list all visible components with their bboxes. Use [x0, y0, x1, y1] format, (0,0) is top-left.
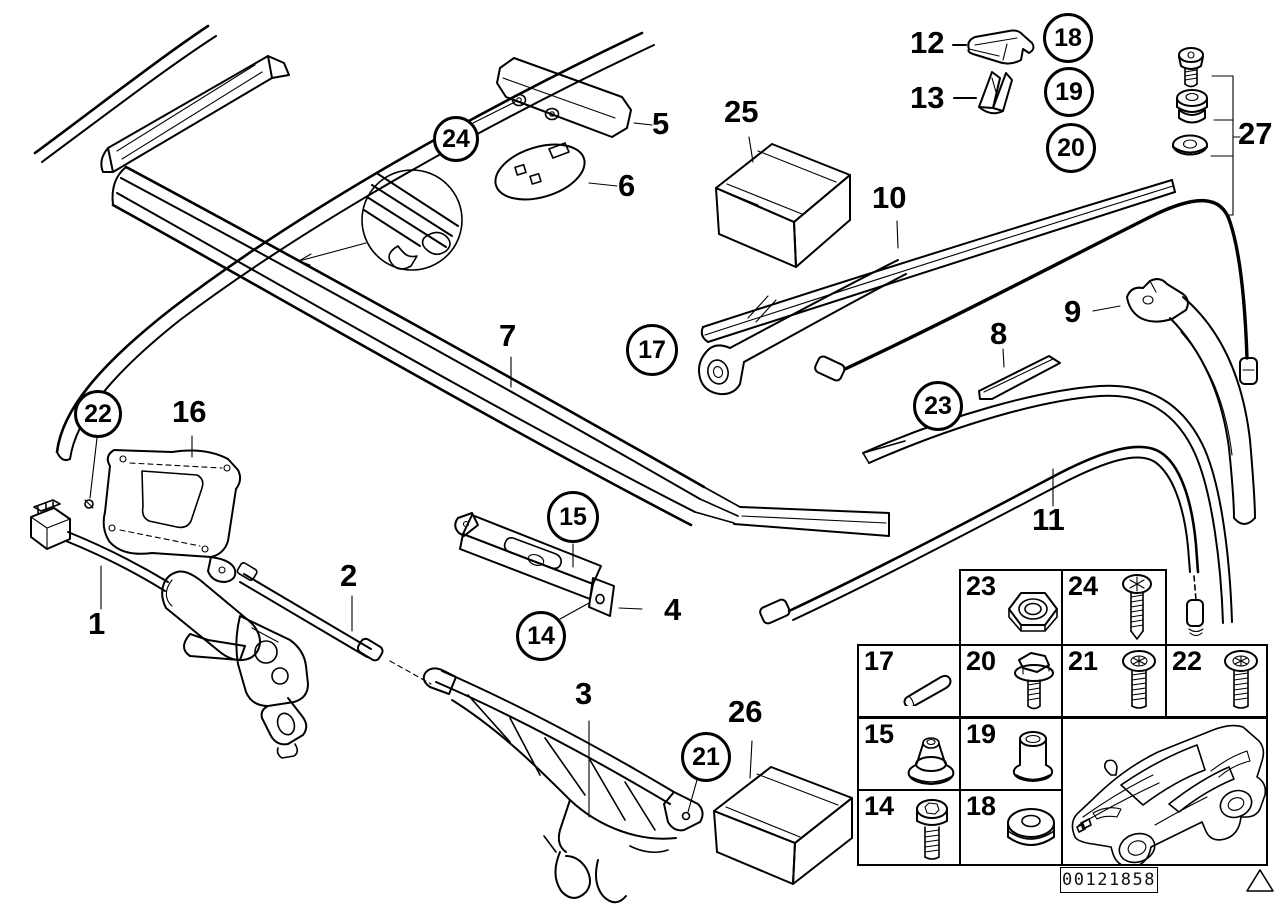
callout-10: 10	[872, 180, 907, 215]
legend-cell-24: 24	[1061, 569, 1167, 646]
callout-26: 26	[728, 694, 763, 729]
legend-cell-22: 22	[1165, 644, 1268, 718]
drive-rod-part2	[236, 562, 432, 685]
legend-num-20: 20	[966, 646, 997, 676]
socket-head-screw-icon	[916, 799, 948, 860]
callout-12: 12	[910, 25, 945, 60]
callout-6: 6	[618, 168, 636, 203]
legend-num-24: 24	[1068, 571, 1099, 601]
clip-part12	[952, 29, 1035, 65]
lock-nut-icon	[1008, 592, 1058, 632]
trim-strip-part10	[700, 179, 1176, 343]
top-frame-seal	[33, 24, 655, 462]
callout-3: 3	[575, 676, 593, 711]
hex-flange-bolt-icon	[1014, 652, 1054, 710]
triangle-mark-icon	[1246, 869, 1274, 892]
circled-callout-18: 18	[1043, 13, 1093, 63]
rear-seal-part11	[759, 384, 1233, 637]
legend-cell-15: 15	[857, 717, 961, 791]
circled-callout-17: 17	[626, 324, 678, 376]
legend-cell-17: 17	[857, 644, 961, 718]
latch-striker-part4	[454, 512, 643, 620]
callout-8: 8	[990, 316, 1008, 351]
tapping-screw-icon	[1122, 574, 1152, 640]
callout-25: 25	[724, 94, 759, 129]
callout-7: 7	[499, 318, 517, 353]
kit-box-part25	[715, 136, 851, 268]
torx-screw-icon	[1122, 650, 1156, 709]
legend-cell-14: 14	[857, 789, 961, 866]
legend-num-15: 15	[864, 719, 895, 749]
callout-4: 4	[664, 592, 682, 627]
mount-bracket-part16	[84, 435, 242, 583]
spacer-bushing-icon	[1012, 731, 1054, 782]
legend-cell-23: 23	[959, 569, 1063, 646]
legend-cell-19: 19	[959, 717, 1063, 791]
callout-13: 13	[910, 80, 945, 115]
bracket-part5	[496, 57, 653, 138]
circled-callout-20: 20	[1046, 123, 1096, 173]
circled-callout-21: 21	[681, 732, 731, 782]
tension-cable-upper	[814, 198, 1258, 385]
leader-lines	[472, 101, 899, 388]
drawing-number: 00121858	[1062, 870, 1156, 890]
plate-part6	[494, 142, 618, 201]
circled-callout-14: 14	[516, 611, 566, 661]
callout-16: 16	[172, 394, 207, 429]
circled-callout-23: 23	[913, 381, 963, 431]
drawing-number-plate: 00121858	[1060, 867, 1158, 893]
callout-1: 1	[88, 606, 106, 641]
front-seal-part7	[111, 165, 890, 537]
seal-cross-section-detail	[298, 169, 463, 271]
sedan-outline-icon	[1071, 724, 1266, 864]
legend-num-18: 18	[966, 791, 997, 821]
callout-11: 11	[1032, 502, 1065, 537]
legend-cell-20: 20	[959, 644, 1063, 718]
bow-end-pin17-seat	[698, 259, 907, 396]
callout-9: 9	[1064, 294, 1082, 329]
callout-5: 5	[652, 106, 670, 141]
circled-callout-22: 22	[74, 390, 122, 438]
legend-num-21: 21	[1068, 646, 1099, 676]
legend-num-19: 19	[966, 719, 997, 749]
clip-part13	[953, 71, 1013, 115]
corner-seal-part9	[1092, 278, 1256, 525]
legend-cell-18: 18	[959, 789, 1063, 866]
legend-num-17: 17	[864, 646, 895, 676]
callout-2: 2	[340, 558, 358, 593]
kit-box-part26	[713, 740, 853, 885]
grommet-nut-icon	[907, 737, 955, 785]
legend-cell-21: 21	[1061, 644, 1167, 718]
car-thumbnail-box	[1061, 717, 1268, 866]
torx-screw-icon	[1224, 650, 1258, 709]
circled-callout-19: 19	[1044, 67, 1094, 117]
legend-num-22: 22	[1172, 646, 1203, 676]
screw-grommet-washer-part27	[1172, 47, 1241, 216]
circled-callout-15: 15	[547, 491, 599, 543]
wedge-strip-part8	[978, 348, 1061, 400]
drive-motor-part1	[30, 499, 309, 759]
circled-callout-24: 24	[433, 116, 479, 162]
legend-num-14: 14	[864, 791, 895, 821]
rubber-grommet-icon	[1007, 808, 1055, 846]
pin-icon	[903, 674, 952, 706]
legend-num-23: 23	[966, 571, 997, 601]
tension-frame-part3	[422, 667, 704, 904]
callout-27: 27	[1238, 116, 1273, 151]
